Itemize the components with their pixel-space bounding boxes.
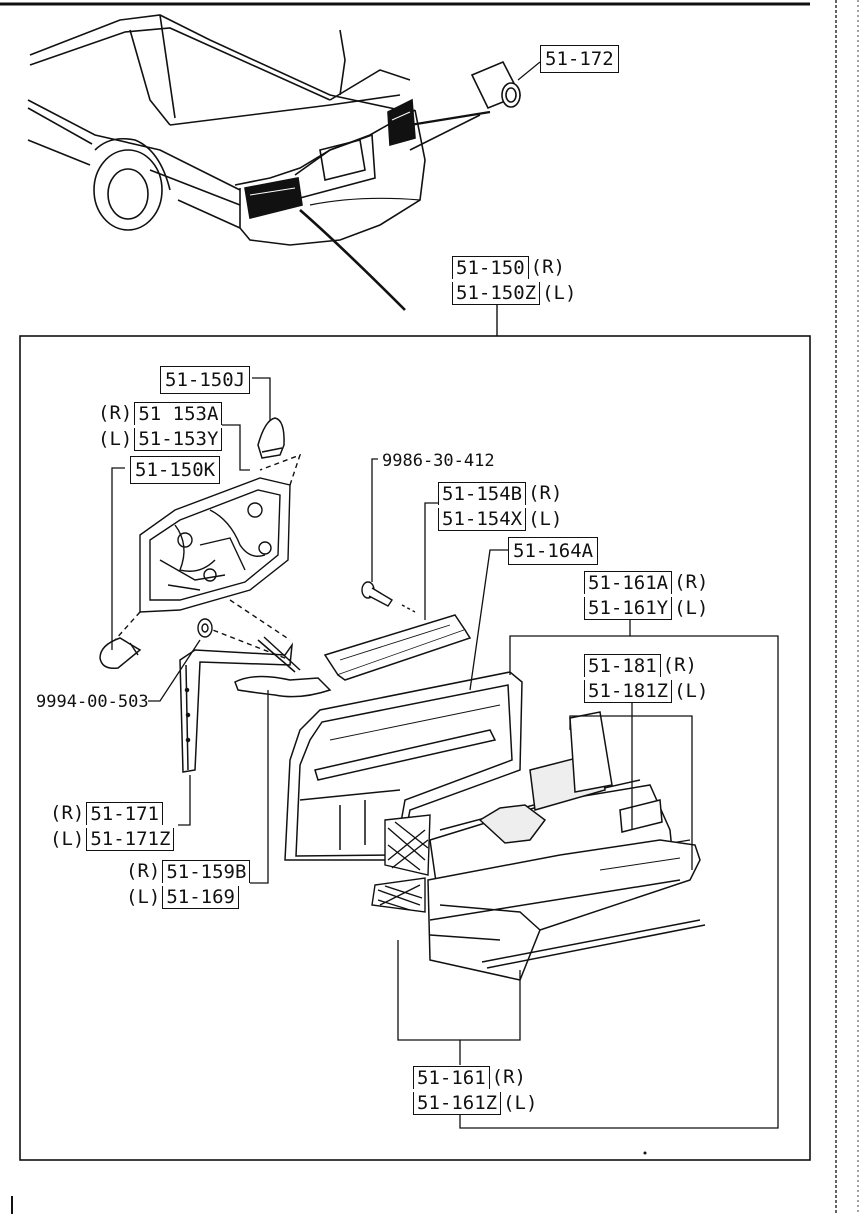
tail-assy-right-code: 51-150 <box>452 255 529 279</box>
seal-159-left-side: (L) <box>126 886 161 908</box>
screw-icon <box>361 581 416 613</box>
part-label-lens-181: 51-181(R) 51-181Z(L) <box>584 652 710 704</box>
part-label-tail-assy: 51-150(R) 51-150Z(L) <box>452 254 578 306</box>
gasket-strip-drawing <box>179 642 294 773</box>
tail-assy-left-code: 51-150Z <box>452 281 541 305</box>
part-label-51-164a: 51-164A <box>508 537 599 565</box>
lens-154-right-side: (R) <box>528 482 563 504</box>
lens-161a-right-code: 51-161A <box>584 570 673 594</box>
lens-181-right-code: 51-181 <box>584 653 661 677</box>
tail-assy-left-side: (L) <box>542 282 577 304</box>
part-label-51-150j: 51-150J <box>160 366 251 394</box>
car-rear-illustration <box>27 14 426 246</box>
leader-lines <box>111 377 779 1129</box>
corner-lens-drawing <box>371 814 431 913</box>
gasket-171-right-code: 51-171 <box>86 801 163 825</box>
lens-154-left-code: 51-154X <box>438 507 527 531</box>
lens-161-left-code: 51-161Z <box>413 1091 502 1115</box>
small-lens-drawing <box>323 614 472 681</box>
lower-lens-drawing <box>427 839 706 981</box>
socket-153-right-side: (R) <box>98 402 133 424</box>
part-label-lens-154: 51-154B(R) 51-154X(L) <box>438 480 564 532</box>
gasket-171-left-side: (L) <box>50 828 85 850</box>
socket-153-left-code: 51-153Y <box>134 427 223 451</box>
lens-161-right-side: (R) <box>491 1066 526 1088</box>
socket-153-left-side: (L) <box>98 428 133 450</box>
bulb-k-icon <box>99 637 142 670</box>
bulb-socket-icon <box>470 60 541 110</box>
gasket-171-right-side: (R) <box>50 802 85 824</box>
part-label-51-172: 51-172 <box>540 45 619 73</box>
part-label-51-150k: 51-150K <box>130 456 221 484</box>
lens-161-right-code: 51-161 <box>413 1065 490 1089</box>
lens-181-left-code: 51-181Z <box>584 679 673 703</box>
part-label-socket-153: (R)51 153A (L)51-153Y <box>96 400 223 452</box>
lens-181-right-side: (R) <box>662 654 697 676</box>
lens-154-left-side: (L) <box>528 508 563 530</box>
part-label-lens-161a: 51-161A(R) 51-161Y(L) <box>584 569 710 621</box>
seal-159-right-side: (R) <box>126 860 161 882</box>
grommet-icon <box>197 618 213 638</box>
socket-153-right-code: 51 153A <box>134 401 223 425</box>
gasket-171-left-code: 51-171Z <box>86 827 175 851</box>
lens-161a-right-side: (R) <box>674 571 709 593</box>
part-label-9986-30-412: 9986-30-412 <box>382 451 495 471</box>
lens-181-left-side: (L) <box>674 680 709 702</box>
part-label-seal-159: (R)51-159B (L)51-169 <box>124 858 251 910</box>
part-label-gasket-171: (R)51-171 (L)51-171Z <box>48 800 175 852</box>
lens-154-right-code: 51-154B <box>438 481 527 505</box>
bulb-icon <box>257 417 285 459</box>
seal-drawing <box>234 636 332 698</box>
lens-161a-left-side: (L) <box>674 597 709 619</box>
seal-159-right-code: 51-159B <box>162 859 251 883</box>
seal-159-left-code: 51-169 <box>162 885 239 909</box>
lens-161a-left-code: 51-161Y <box>584 596 673 620</box>
part-label-9994-00-503: 9994-00-503 <box>36 692 149 712</box>
tail-assy-right-side: (R) <box>530 256 565 278</box>
part-label-lens-161: 51-161(R) 51-161Z(L) <box>413 1064 539 1116</box>
housing-drawing <box>284 671 523 861</box>
lens-161-left-side: (L) <box>503 1092 538 1114</box>
